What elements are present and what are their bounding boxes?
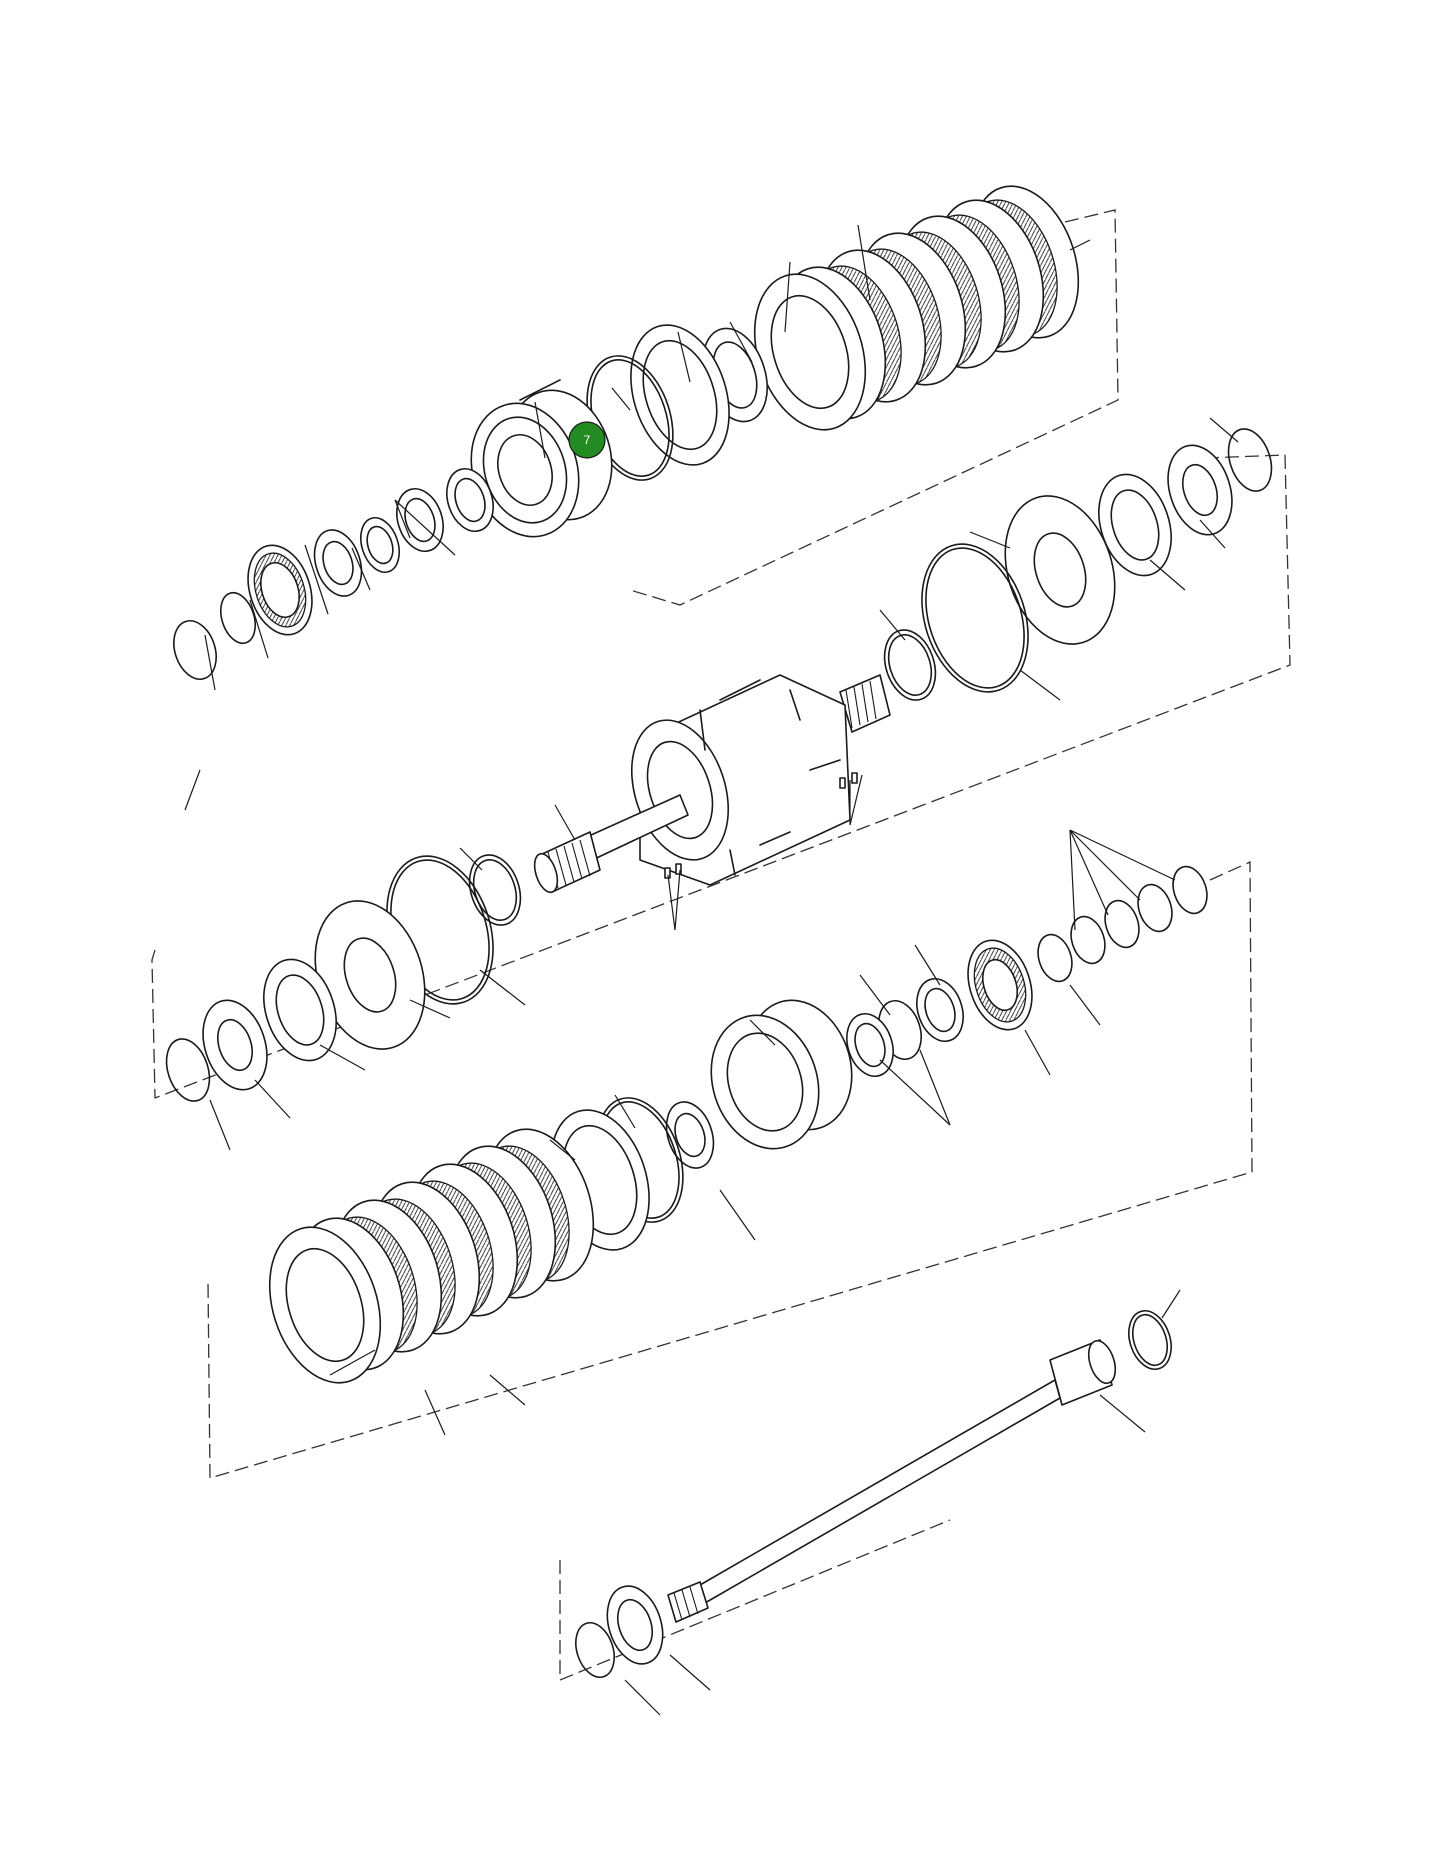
- callout-label: 7: [584, 433, 591, 447]
- upper-gear-assembly: [173, 379, 613, 680]
- upper-clutch-pack: [586, 185, 1080, 481]
- main-shaft-assembly: [165, 428, 1273, 1102]
- lower-gear-assembly: [550, 865, 1208, 1251]
- leader-lines: [184, 224, 1239, 1716]
- group-frames: [151, 209, 1291, 1681]
- callout-bubble-7[interactable]: 7: [568, 421, 606, 459]
- output-shaft-assembly: [575, 1310, 1172, 1679]
- callout-circle: [568, 421, 606, 459]
- lower-clutch-pack: [268, 1128, 595, 1384]
